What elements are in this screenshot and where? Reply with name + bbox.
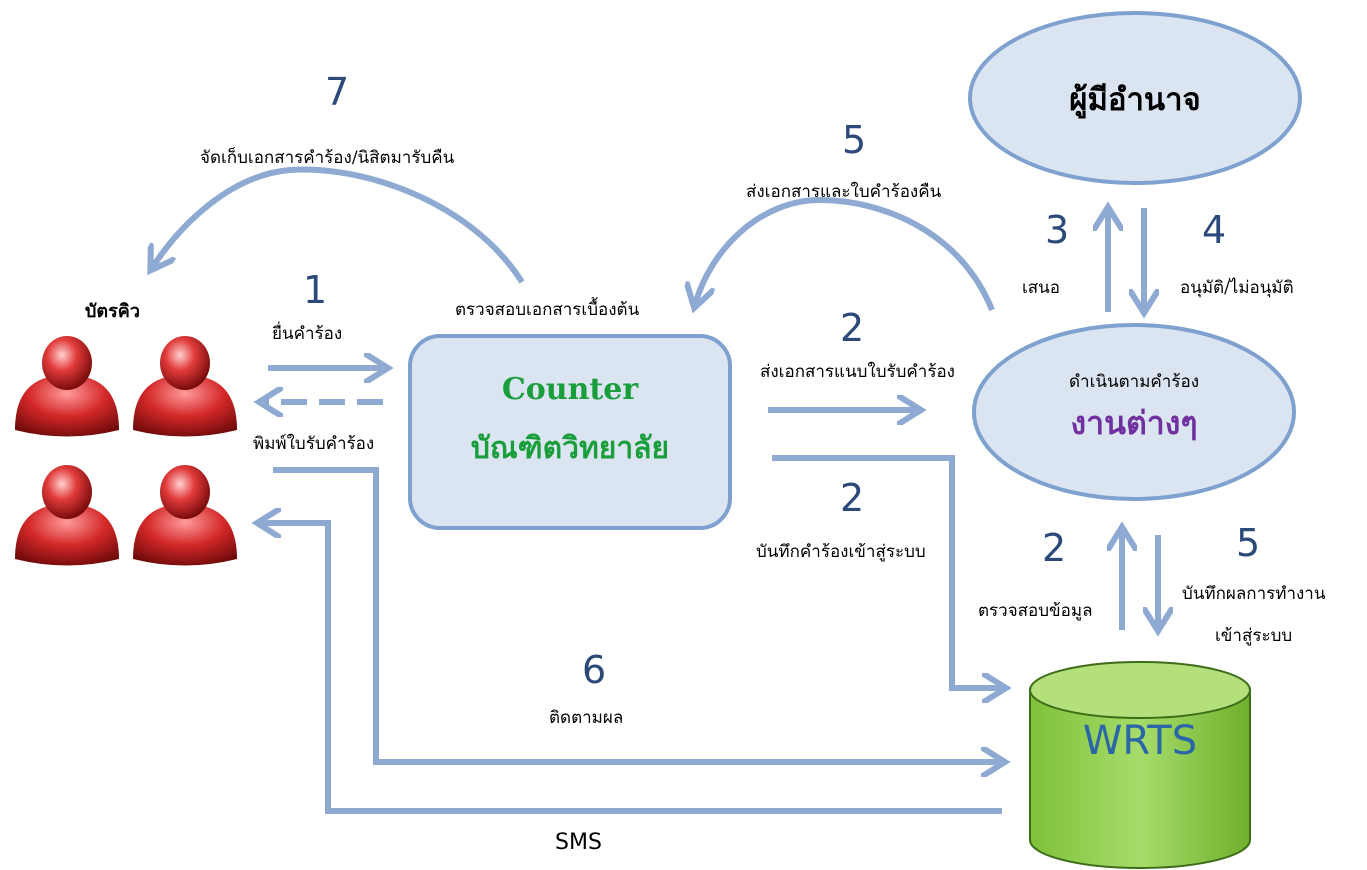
step-3-label: เสนอ	[1022, 278, 1061, 298]
arrow-send-back	[695, 196, 995, 310]
arrow-record-request	[772, 455, 1003, 688]
step-5-top-number: 5	[842, 118, 867, 162]
step-5-save-label-1: บันทึกผลการทำงาน	[1182, 584, 1326, 604]
queue-people-icon	[15, 336, 237, 566]
arrow-follow-up	[273, 467, 1002, 762]
step-1-number: 1	[303, 268, 328, 312]
step-5-save-number: 5	[1236, 521, 1261, 565]
person-icon	[15, 336, 119, 437]
step-2-send-number: 2	[840, 306, 865, 350]
step-7-label: จัดเก็บเอกสารคำร้อง/นิสิตมารับคืน	[200, 148, 455, 168]
initial-check-label: ตรวจสอบเอกสารเบื้องต้น	[455, 300, 640, 320]
arrow-return-documents	[152, 166, 525, 284]
counter-subtitle: บัณฑิตวิทยาลัย	[470, 431, 670, 466]
arrow-sms	[260, 523, 1002, 814]
departments-label: งานต่างๆ	[1070, 404, 1198, 442]
person-icon	[133, 465, 237, 566]
sms-label: SMS	[555, 830, 602, 855]
step-6-number: 6	[582, 648, 607, 692]
departments-small-label: ดำเนินตามคำร้อง	[1069, 372, 1199, 392]
authority-label: ผู้มีอำนาจ	[1069, 82, 1201, 118]
print-receipt-label: พิมพ์ใบรับคำร้อง	[253, 434, 375, 454]
step-7-number: 7	[325, 70, 350, 114]
step-5-save-label-2: เข้าสู่ระบบ	[1215, 626, 1293, 646]
step-3-number: 3	[1045, 208, 1070, 252]
step-4-number: 4	[1202, 208, 1227, 252]
step-2-verify-number: 2	[1042, 526, 1067, 570]
authority-ellipse	[968, 11, 1302, 185]
person-icon	[15, 465, 119, 566]
person-icon	[133, 336, 237, 437]
step-2-record-label: บันทึกคำร้องเข้าสู่ระบบ	[756, 542, 926, 562]
step-2-send-label: ส่งเอกสารแนบใบรับคำร้อง	[760, 362, 955, 382]
queue-card-label: บัตรคิว	[85, 301, 140, 322]
step-1-label: ยื่นคำร้อง	[272, 324, 343, 344]
step-4-label: อนุมัติ/ไม่อนุมัติ	[1180, 278, 1294, 298]
database-label: WRTS	[1082, 718, 1198, 764]
step-6-label: ติดตามผล	[549, 708, 624, 728]
step-5-top-label: ส่งเอกสารและใบคำร้องคืน	[746, 182, 942, 202]
counter-box	[408, 334, 732, 530]
counter-title: Counter	[501, 372, 639, 407]
departments-ellipse	[972, 323, 1296, 501]
step-2-verify-label: ตรวจสอบข้อมูล	[978, 601, 1093, 621]
step-2-record-number: 2	[840, 476, 865, 520]
database-cylinder-icon	[1029, 661, 1251, 869]
